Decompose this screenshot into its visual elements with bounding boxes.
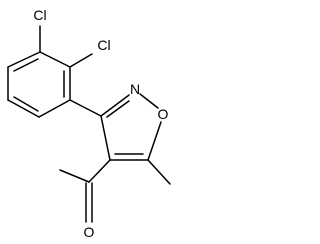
bond-c5-methyl bbox=[147, 159, 171, 185]
atom-label-o-carbonyl: O bbox=[84, 224, 95, 240]
bond-c4-c3 bbox=[100, 115, 111, 161]
bond-ring-c6-c1-inner bbox=[13, 58, 39, 72]
atom-label-cl-top: Cl bbox=[33, 7, 46, 23]
atom-label-n: N bbox=[130, 81, 140, 97]
atom-label-o-ring: O bbox=[158, 106, 169, 122]
bond-ring-c3-c4 bbox=[38, 99, 71, 118]
bond-ring-c4-c5 bbox=[7, 99, 40, 118]
bond-ring-c6-c1 bbox=[7, 51, 41, 68]
bond-c4-carbonyl bbox=[88, 159, 111, 183]
benzene-ring bbox=[7, 51, 71, 118]
bond-o-c5 bbox=[147, 121, 162, 161]
bond-aryl-isoxazole bbox=[69, 99, 102, 117]
bond-c3-n-outer bbox=[100, 94, 130, 117]
bond-c3-n-inner bbox=[106, 100, 130, 118]
bond-c2-cl-right bbox=[69, 53, 93, 68]
bond-ring-c4-c5-inner bbox=[13, 96, 39, 112]
bond-ring-c1-c2 bbox=[39, 51, 71, 68]
atom-label-cl-right: Cl bbox=[97, 37, 110, 53]
bond-n-o bbox=[139, 93, 159, 109]
isoxazole-ring bbox=[100, 93, 162, 161]
chemical-structure: Cl Cl N O O bbox=[7, 7, 171, 240]
bond-carbonyl-methyl bbox=[59, 169, 90, 183]
